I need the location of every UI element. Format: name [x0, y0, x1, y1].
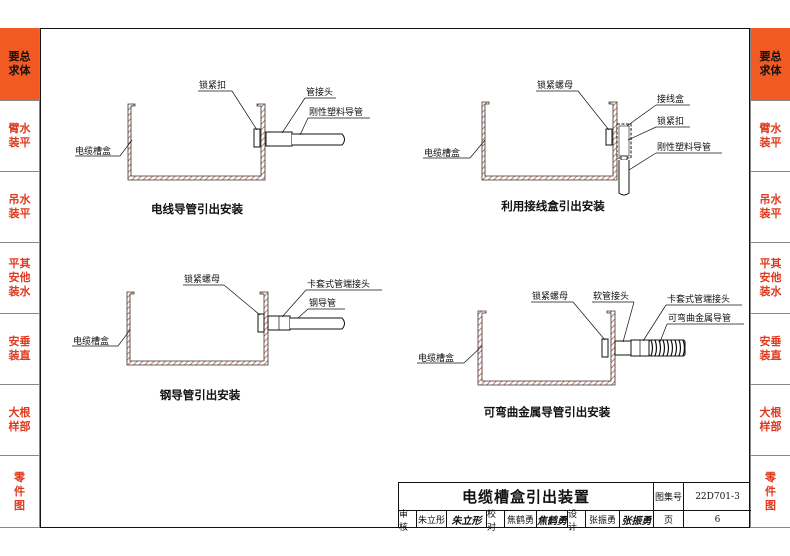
- rigid-pipe-1: [292, 133, 345, 146]
- left-tab-5[interactable]: 安垂 装直: [0, 314, 40, 385]
- right-tab-6[interactable]: 大根 样部: [750, 385, 790, 456]
- right-tab-2[interactable]: 臂水 装平: [750, 101, 790, 172]
- left-tab-7[interactable]: 零 件 图: [0, 456, 40, 528]
- figure-4: 电缆槽盒 锁紧螺母 软管接头 卡套式管端接头 可弯曲金属导管 可弯曲金属导管引出…: [417, 290, 744, 419]
- figure-1: 电缆槽盒 锁紧扣 管接头 刚性塑料导管 电线导管引出安装: [75, 79, 370, 216]
- page-label: 页: [654, 511, 684, 528]
- cable-tray-4: [477, 310, 616, 386]
- steel-pipe-3: [290, 317, 345, 330]
- lock-nut-2: [605, 128, 613, 146]
- checker-signature: 焦鹤勇: [537, 511, 568, 528]
- caption-2: 利用接线盒引出安装: [500, 199, 605, 213]
- callout-3b: 卡套式管端接头: [307, 278, 370, 290]
- pipe-joint-1: [265, 131, 293, 147]
- right-tab-5[interactable]: 安垂 装直: [750, 314, 790, 385]
- flexible-metal-pipe-4: [648, 339, 686, 357]
- cable-tray-1: [127, 103, 266, 181]
- drawing-frame: [40, 28, 750, 528]
- caption-1: 电线导管引出安装: [151, 202, 243, 216]
- callout-4b: 软管接头: [593, 290, 629, 302]
- title-block: 电缆槽盒引出装置 图集号 22D701-3 审核 朱立彤 朱立形 校对 焦鹤勇 …: [398, 482, 751, 533]
- left-tab-1[interactable]: 要总 求体: [0, 28, 40, 101]
- left-tab-4[interactable]: 平其 安他 装水: [0, 243, 40, 314]
- reviewer-signature: 朱立形: [447, 511, 487, 528]
- tray-label-3: 电缆槽盒: [73, 335, 109, 347]
- left-tab-6[interactable]: 大根 样部: [0, 385, 40, 456]
- atlas-label: 图集号: [654, 483, 684, 511]
- callout-2d: 刚性塑料导管: [657, 141, 711, 153]
- figure-2: 电缆槽盒 锁紧螺母 接线盒 锁紧扣 刚性塑料导管 利用接线盒引出安装: [423, 79, 722, 213]
- right-tab-7[interactable]: 零 件 图: [750, 456, 790, 528]
- callout-2c: 锁紧扣: [657, 115, 684, 127]
- left-tab-3[interactable]: 吊水 装平: [0, 172, 40, 243]
- right-tab-3[interactable]: 吊水 装平: [750, 172, 790, 243]
- right-tab-4[interactable]: 平其 安他 装水: [750, 243, 790, 314]
- callout-2b: 接线盒: [657, 93, 684, 105]
- lock-clip-1: [253, 128, 261, 148]
- caption-3: 钢导管引出安装: [160, 388, 241, 402]
- cable-tray-3: [126, 291, 269, 366]
- callout-1c: 刚性塑料导管: [309, 106, 363, 118]
- callout-2a: 锁紧螺母: [537, 79, 573, 91]
- callout-3c: 钢导管: [309, 297, 336, 309]
- callout-4c: 卡套式管端接头: [667, 293, 730, 305]
- callout-4a: 锁紧螺母: [532, 290, 568, 302]
- review-label: 审核: [399, 510, 417, 533]
- callout-1a: 锁紧扣: [199, 79, 226, 91]
- hose-joint-4: [614, 340, 632, 356]
- right-tab-1[interactable]: 要总 求体: [750, 28, 790, 101]
- atlas-number: 22D701-3: [684, 483, 751, 511]
- reviewer-name: 朱立彤: [417, 511, 447, 528]
- left-tab-2[interactable]: 臂水 装平: [0, 101, 40, 172]
- figure-3: 电缆槽盒 锁紧螺母 卡套式管端接头 钢导管 钢导管引出安装: [72, 273, 382, 402]
- lock-clip-2: [620, 155, 628, 161]
- drawing-title: 电缆槽盒引出装置: [399, 483, 654, 511]
- tray-label-1: 电缆槽盒: [75, 145, 111, 157]
- caption-4: 可弯曲金属导管引出安装: [484, 405, 611, 419]
- tray-label-2: 电缆槽盒: [424, 147, 460, 159]
- check-label: 校对: [487, 510, 505, 533]
- design-label: 设计: [568, 510, 586, 533]
- rigid-pipe-2: [618, 160, 630, 196]
- callout-1b: 管接头: [306, 86, 333, 98]
- page-number: 6: [714, 514, 721, 525]
- checker-name: 焦鹤勇: [505, 511, 537, 528]
- designer-name: 张振勇: [586, 511, 620, 528]
- tray-label-4: 电缆槽盒: [418, 352, 454, 364]
- designer-signature: 张振勇: [620, 511, 654, 528]
- callout-3a: 锁紧螺母: [184, 273, 220, 285]
- lock-nut-4: [601, 338, 609, 358]
- cable-tray-2: [481, 101, 618, 181]
- callout-4d: 可弯曲金属导管: [668, 312, 731, 324]
- lock-nut-3: [257, 313, 265, 333]
